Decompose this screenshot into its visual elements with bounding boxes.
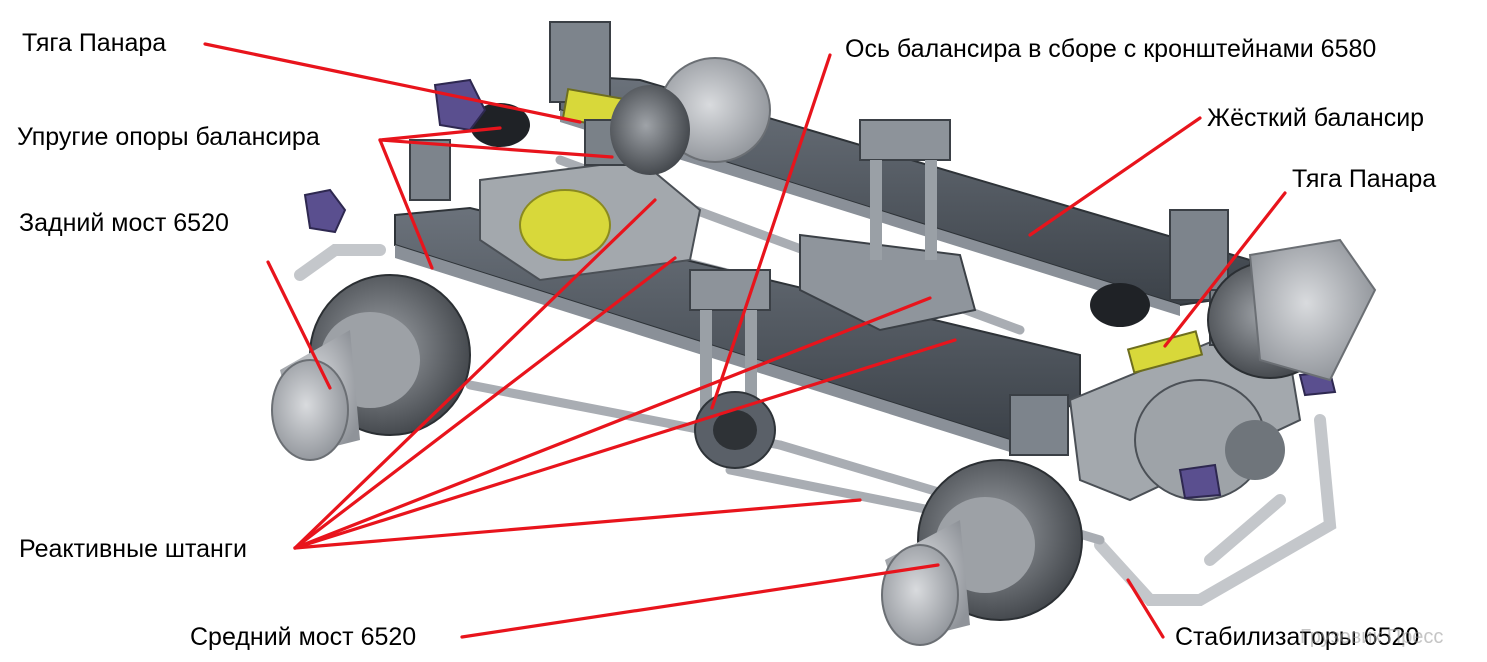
label-panhard-rod-left: Тяга Панара bbox=[22, 29, 167, 57]
rear-top-drum bbox=[610, 57, 771, 175]
leader-elastic-1 bbox=[378, 126, 502, 142]
leader-balancer-axle bbox=[710, 53, 832, 410]
leader-panhard-right bbox=[1163, 191, 1287, 348]
label-reaction-rods: Реактивные штанги bbox=[19, 535, 247, 563]
stabilizer-bars bbox=[294, 244, 1337, 606]
leader-elastic-3 bbox=[378, 138, 434, 270]
elastic-supports-shapes bbox=[470, 103, 1150, 327]
leader-lines bbox=[203, 42, 1287, 639]
leader-rigid-balancer bbox=[1028, 116, 1202, 237]
rear-left-drum bbox=[271, 274, 471, 461]
leader-reaction-5 bbox=[293, 498, 862, 550]
leader-reaction-3 bbox=[293, 296, 932, 550]
label-balancer-axle: Ось балансира в сборе с кронштейнами 658… bbox=[845, 35, 1377, 63]
label-stabilizers: Стабилизаторы 6520 bbox=[1175, 623, 1420, 651]
label-elastic-supports: Упругие опоры балансира bbox=[17, 123, 320, 151]
label-rigid-balancer: Жёсткий балансир bbox=[1207, 104, 1425, 132]
label-rear-axle: Задний мост 6520 bbox=[19, 209, 229, 237]
watermark: Грузовик Пресс bbox=[1300, 626, 1444, 648]
leader-stabilizers bbox=[1126, 578, 1165, 639]
spring-brackets bbox=[409, 21, 1229, 456]
leader-elastic-2 bbox=[378, 138, 614, 159]
leader-reaction-1 bbox=[293, 198, 657, 550]
label-middle-axle: Средний мост 6520 bbox=[190, 623, 417, 651]
leader-reaction-2 bbox=[293, 256, 677, 550]
leader-panhard-left bbox=[203, 42, 582, 124]
label-panhard-rod-right: Тяга Панара bbox=[1292, 165, 1437, 193]
leader-middle-axle bbox=[460, 563, 940, 639]
middle-axle-housing bbox=[479, 158, 702, 282]
middle-drum bbox=[881, 459, 1083, 646]
rear-right-drum bbox=[1207, 238, 1377, 382]
leader-reaction-4 bbox=[293, 338, 957, 550]
purple-brackets bbox=[303, 78, 1337, 500]
balancer-axle-shape bbox=[689, 119, 977, 469]
leader-rear-axle bbox=[266, 260, 332, 390]
